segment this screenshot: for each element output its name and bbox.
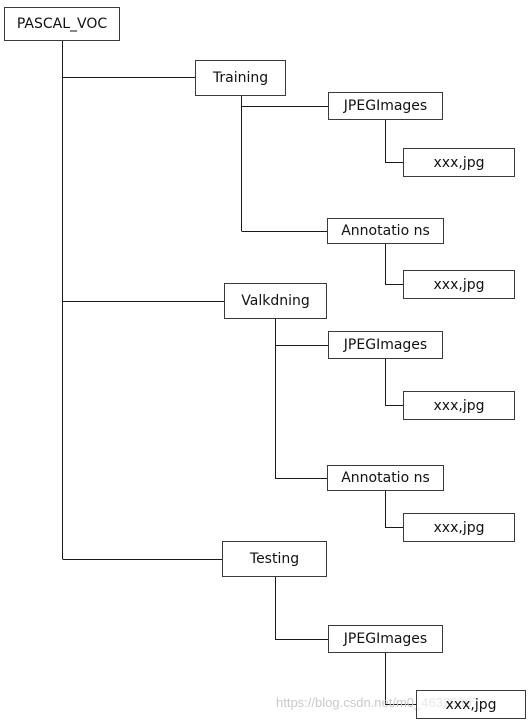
validation-jpeg-file-box: xxx,jpg	[403, 391, 515, 420]
validation-annotations-to-file	[385, 491, 403, 528]
validation-annotations-box: Annotatio ns	[327, 465, 444, 491]
testing-jpeg-images-label: JPEGImages	[343, 631, 428, 647]
training-annotations-label: Annotatio ns	[341, 223, 430, 239]
validation-annotations-label: Annotatio ns	[341, 470, 430, 486]
validation-annotations-file-box: xxx,jpg	[403, 513, 515, 542]
testing-jpeg-file-label: xxx,jpg	[445, 696, 497, 713]
training-annotations-box: Annotatio ns	[327, 218, 444, 244]
root-folder-box: PASCAL_VOC	[4, 7, 120, 41]
training-jpeg-file-label: xxx,jpg	[433, 154, 485, 171]
testing-folder-box: Testing	[222, 541, 327, 577]
root-folder-label: PASCAL_VOC	[16, 16, 108, 32]
training-annotations-file-box: xxx,jpg	[403, 270, 515, 299]
testing-jpeg-file-box: xxx,jpg	[416, 690, 526, 719]
validation-folder-label: Valkdning	[241, 293, 310, 309]
validation-jpeg-file-label: xxx,jpg	[433, 397, 485, 414]
training-annotations-file-label: xxx,jpg	[433, 276, 485, 293]
testing-jpeg-to-file	[385, 653, 416, 705]
training-annotations-to-file	[385, 244, 403, 285]
validation-jpeg-images-label: JPEGImages	[343, 337, 428, 353]
testing-folder-label: Testing	[249, 551, 300, 567]
validation-jpeg-to-file	[385, 359, 403, 406]
validation-annotations-file-label: xxx,jpg	[433, 519, 485, 536]
testing-to-jpeg	[275, 577, 328, 640]
training-folder-box: Training	[195, 60, 286, 96]
training-jpeg-images-box: JPEGImages	[328, 92, 443, 120]
validation-folder-box: Valkdning	[224, 283, 327, 319]
testing-jpeg-images-box: JPEGImages	[328, 625, 443, 653]
validation-jpeg-images-box: JPEGImages	[328, 331, 443, 359]
training-jpeg-to-file	[385, 120, 403, 163]
training-jpeg-file-box: xxx,jpg	[403, 148, 515, 177]
training-jpeg-images-label: JPEGImages	[343, 98, 428, 114]
training-folder-label: Training	[212, 70, 269, 86]
